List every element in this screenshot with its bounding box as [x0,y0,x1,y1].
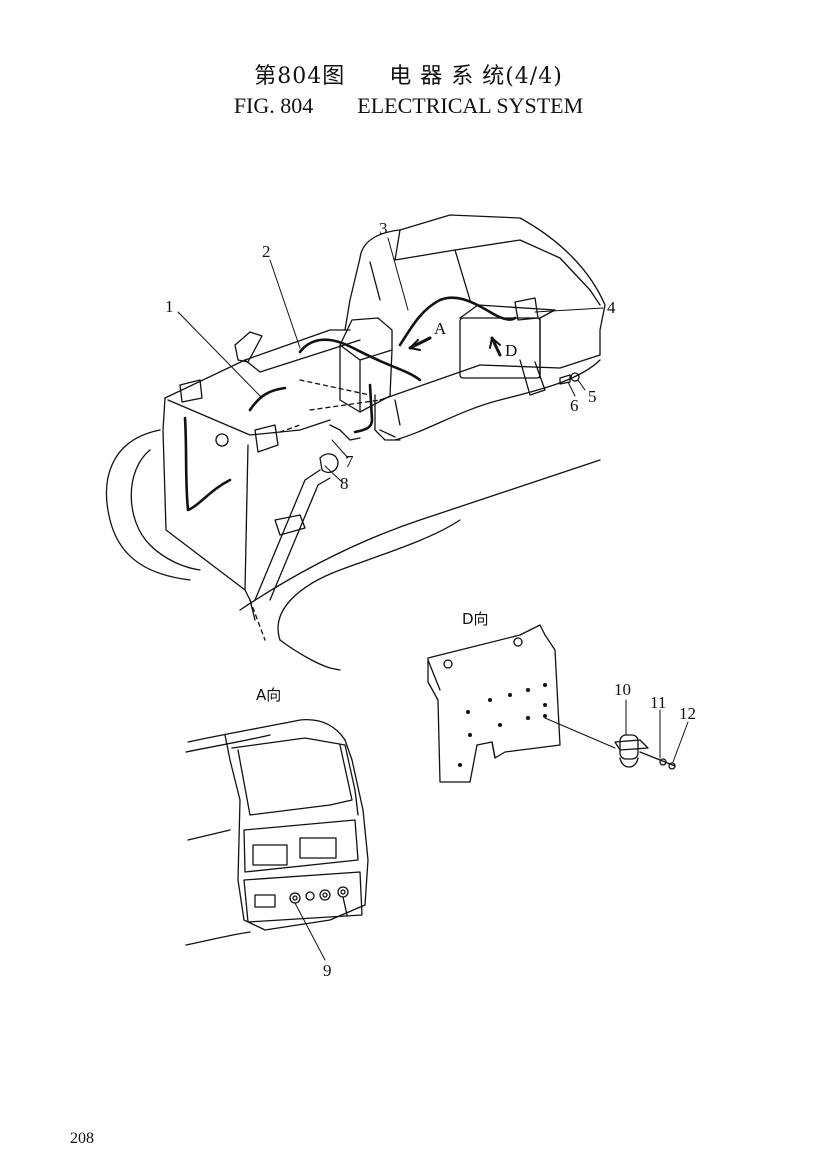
callout-6: 6 [570,396,579,415]
page-number: 208 [70,1130,94,1147]
view-arrow-a-label: A [434,319,447,338]
callout-1: 1 [165,297,174,316]
view-arrow-d-label: D [505,341,517,360]
leader-lines [177,237,604,483]
a-view-label: A向 [256,686,281,704]
callout-9: 9 [323,961,332,980]
d-view-detail [427,624,689,783]
figure-name-cn: 电 器 系 统(4/4) [389,64,563,89]
figure-number-en: FIG. 804 [233,93,314,118]
figure-name-en: ELECTRICAL SYSTEM [357,93,584,118]
wiring-harness [183,296,517,512]
figure-title-en: FIG. 804 ELECTRICAL SYSTEM [0,93,817,119]
bolt-part [559,374,571,385]
machine-body [105,214,606,671]
callout-8: 8 [340,474,349,493]
callout-4: 4 [607,298,616,317]
a-view-detail [185,719,369,961]
figure-number-cn: 第804图 [254,64,346,89]
callout-10: 10 [614,680,631,699]
view-arrows [408,336,502,357]
callout-12: 12 [679,704,696,723]
callout-5: 5 [588,387,597,406]
washer-part [570,372,580,382]
callout-7: 7 [345,452,354,471]
callout-11: 11 [650,693,666,712]
d-view-label: D向 [462,610,489,628]
figure-title-cn: 第804图 电 器 系 统(4/4) [0,58,817,90]
callout-2: 2 [262,242,271,261]
callout-3: 3 [379,219,388,238]
